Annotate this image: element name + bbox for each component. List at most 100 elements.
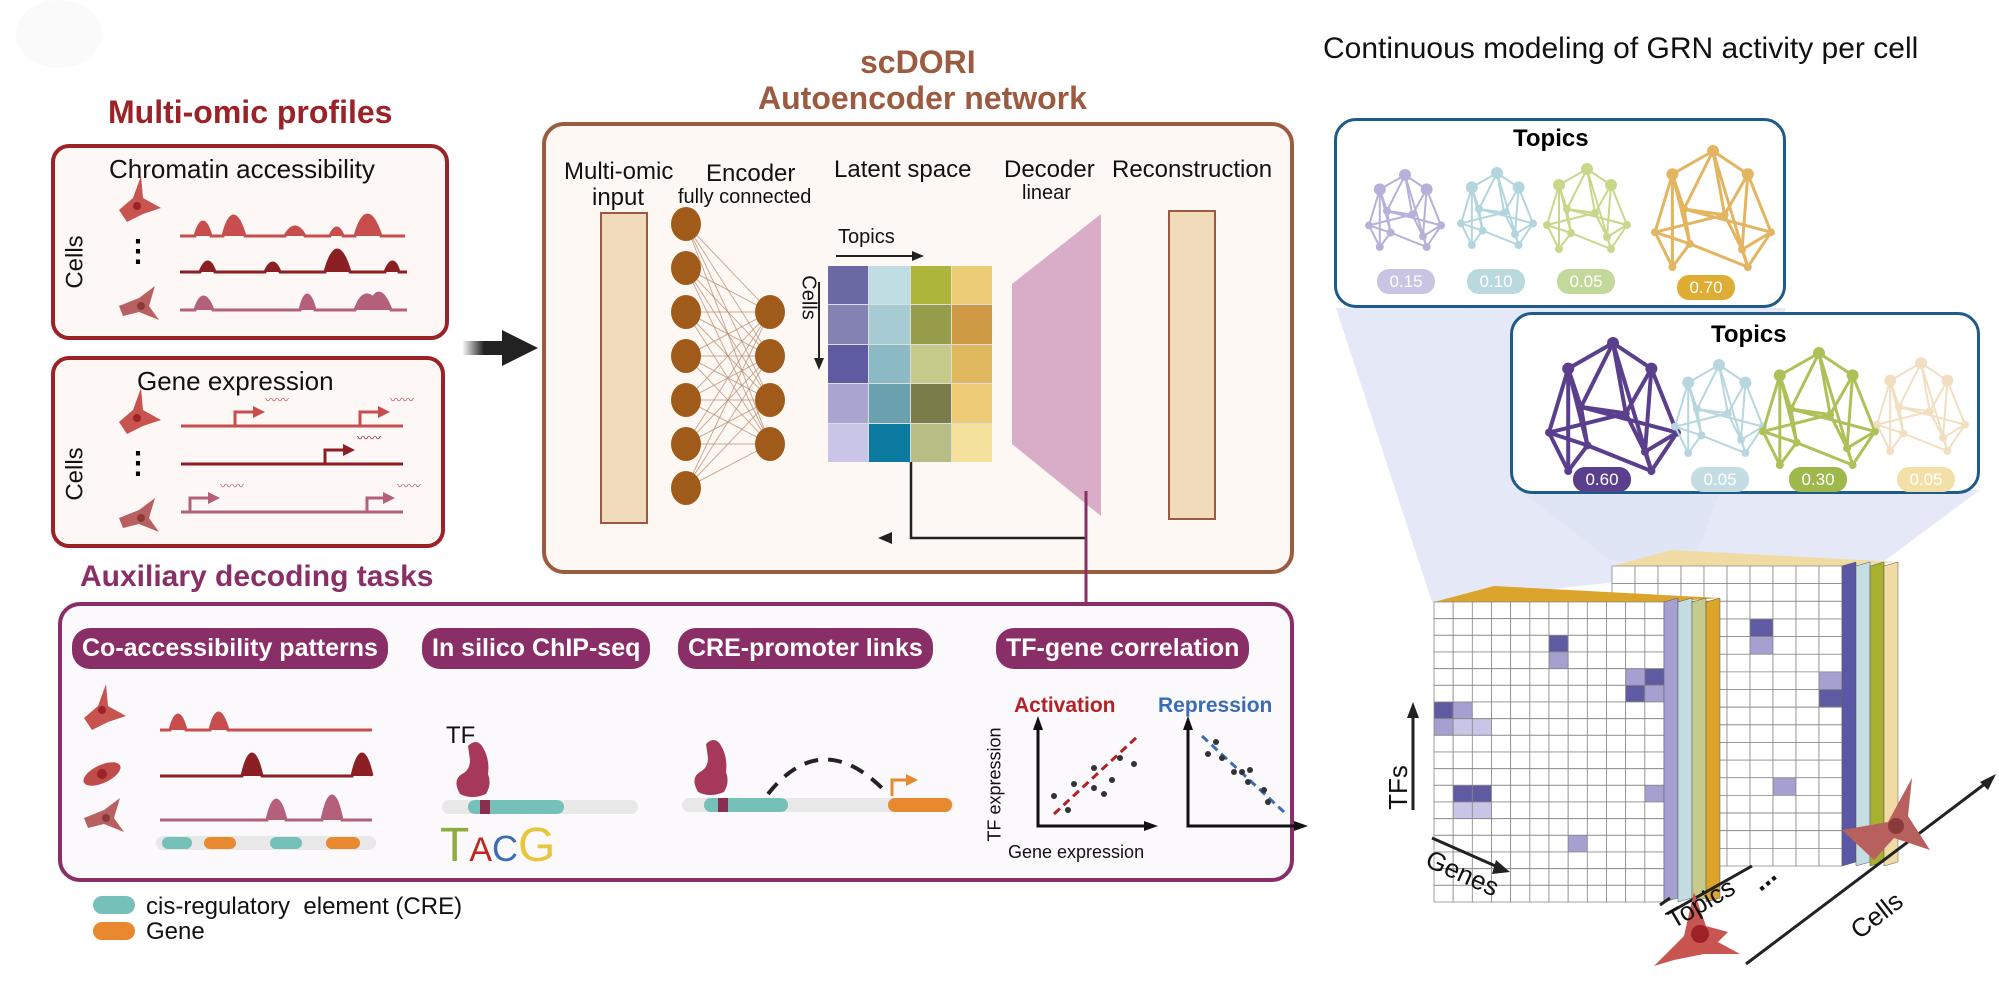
tensor-cell	[1625, 618, 1646, 636]
network-edge	[1818, 351, 1854, 377]
tensor-cell	[1471, 718, 1492, 736]
network-edge	[1942, 380, 1949, 438]
network-edge	[1696, 408, 1728, 415]
tensor-cell	[1726, 777, 1751, 796]
tensor-cell	[1491, 601, 1512, 620]
tensor-cell	[1749, 759, 1774, 779]
tensor-cell	[1510, 851, 1531, 870]
network-edge	[1741, 230, 1772, 251]
tensor-cell	[1586, 884, 1607, 903]
latent-cell	[869, 423, 910, 462]
chromatin-panel: Chromatin accessibility Cells ⋮	[51, 144, 449, 340]
network-edge	[1478, 172, 1498, 210]
decoder-sub: linear	[1022, 182, 1071, 204]
tensor-cell	[1510, 684, 1531, 703]
tensor-cell	[1567, 701, 1588, 720]
data-point	[1131, 761, 1137, 767]
tensor-cell	[1452, 801, 1473, 820]
tensor-cell	[1510, 718, 1531, 736]
tensor-cell	[1491, 734, 1512, 753]
tensor-cell	[1644, 884, 1665, 903]
tensor-cell	[1749, 653, 1774, 673]
tf-node	[1713, 359, 1725, 371]
gene-node	[1514, 241, 1523, 249]
tf-node	[1813, 347, 1825, 359]
latent-cell	[828, 384, 869, 423]
svg-text:〰〰: 〰〰	[397, 479, 421, 493]
tensor-cell	[1795, 565, 1820, 585]
gene-node	[1738, 245, 1746, 254]
data-point	[1265, 799, 1271, 805]
tensor-cell	[1644, 784, 1665, 803]
cell-icon	[119, 176, 161, 222]
chromatin-label: Chromatin accessibility	[109, 154, 375, 184]
network-edge	[1606, 184, 1612, 238]
latent-cell	[910, 266, 951, 305]
tensor-cell	[1625, 668, 1646, 686]
tensor-cell	[1749, 812, 1774, 832]
network-edge	[1696, 364, 1720, 410]
tensor-cell	[1567, 718, 1588, 736]
tensor-cell	[1452, 751, 1473, 770]
tf-node	[1682, 376, 1695, 389]
network-edge	[1460, 187, 1473, 224]
task-cre-promoter: CRE-promoter links	[678, 628, 933, 669]
tensor-cell	[1772, 759, 1797, 779]
tensor-cell	[1818, 671, 1843, 690]
encoder-network	[671, 207, 1101, 606]
tensor-cell	[1452, 651, 1473, 670]
tensor-cell	[1625, 868, 1646, 886]
tensor-cell	[1548, 768, 1569, 786]
tensor-cell	[1586, 651, 1607, 670]
tensor-cell	[1567, 734, 1588, 753]
tensor-cell	[1772, 777, 1797, 796]
tensor-cell	[1529, 884, 1550, 903]
auxiliary-title: Auxiliary decoding tasks	[80, 560, 434, 593]
tf-node	[1739, 376, 1752, 389]
latent-cell	[951, 266, 992, 305]
neuron	[671, 471, 701, 505]
tensor-cell	[1471, 684, 1492, 703]
tensor-cell	[1726, 600, 1751, 620]
tensor-cell	[1625, 634, 1646, 653]
tensor-cell	[1818, 636, 1843, 655]
network-edge	[1746, 173, 1773, 233]
reconstruction-layer	[1168, 210, 1216, 520]
tensor-cell	[1433, 801, 1454, 820]
tensor-cell	[1529, 834, 1550, 853]
connection	[685, 311, 771, 357]
tensor-cell	[1644, 684, 1665, 703]
tensor-cell	[1772, 795, 1797, 814]
network-edge	[1422, 189, 1428, 237]
network-edge	[1898, 406, 1930, 413]
tensor-cell	[1510, 884, 1531, 903]
slab-top	[1434, 586, 1720, 602]
topic-network	[1873, 357, 1969, 455]
data-point	[1071, 781, 1077, 787]
arrow-icon	[1294, 821, 1308, 831]
arrow-icon	[912, 251, 924, 261]
data-point	[1219, 755, 1225, 761]
topic-network	[1759, 347, 1879, 469]
gene-node	[1787, 405, 1795, 413]
x-axis-label: Gene expression	[1008, 842, 1145, 862]
motif-g: G	[518, 819, 556, 872]
data-point	[1213, 739, 1219, 745]
cell-icon	[1654, 892, 1740, 966]
network-edge	[1701, 434, 1746, 454]
topics-panel-1: Topics 0.15 0.10 0.05 0.70	[1334, 118, 1786, 308]
tensor-cell	[1749, 689, 1774, 708]
network-edge	[1846, 430, 1876, 450]
tensor-cell	[1586, 868, 1607, 886]
tensor-cell	[1606, 668, 1627, 686]
gene-node	[1457, 219, 1465, 228]
connection	[685, 267, 771, 313]
network-edge	[1425, 224, 1442, 248]
topic-network	[1545, 337, 1681, 475]
network-edge	[1566, 168, 1588, 210]
topic-layer	[1705, 597, 1721, 903]
tensor-cell	[1433, 651, 1454, 670]
tensor-cell	[1611, 565, 1636, 585]
gene-node	[1555, 245, 1563, 253]
motif-logo: TACG	[440, 818, 555, 873]
